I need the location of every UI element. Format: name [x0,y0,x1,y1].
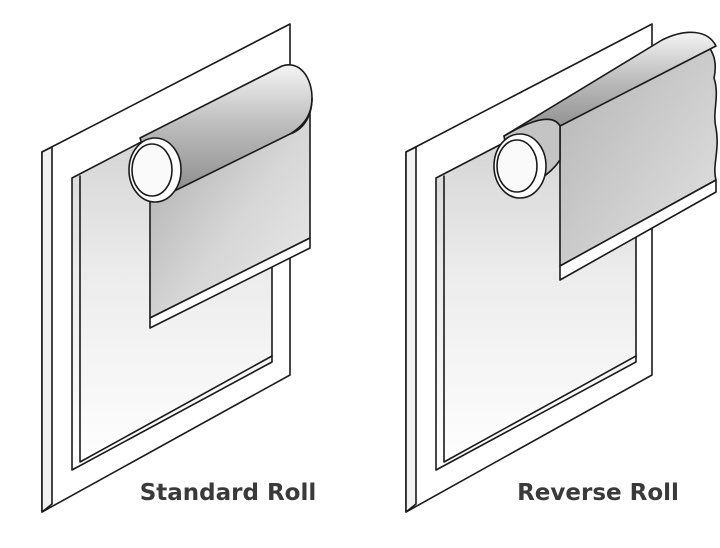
shade-bottom-rail [559,179,717,281]
roller-end-cap-inner [131,143,173,197]
shade-bottom-rail [149,237,311,329]
roller-end-right [289,97,313,135]
standard-roll-label: Standard Roll [140,480,317,506]
reverse-roll-diagram: Reverse Roll [405,23,718,513]
reverse-roll-label: Reverse Roll [517,480,679,506]
shade-panel [559,39,718,267]
window-recess-line [443,175,637,463]
window-frame-edge [405,146,417,513]
standard-roll-diagram: Standard Roll [41,23,317,513]
window-recess-line [79,175,273,463]
window-frame-edge [41,146,53,513]
roller-end-cap-inner [496,139,538,193]
